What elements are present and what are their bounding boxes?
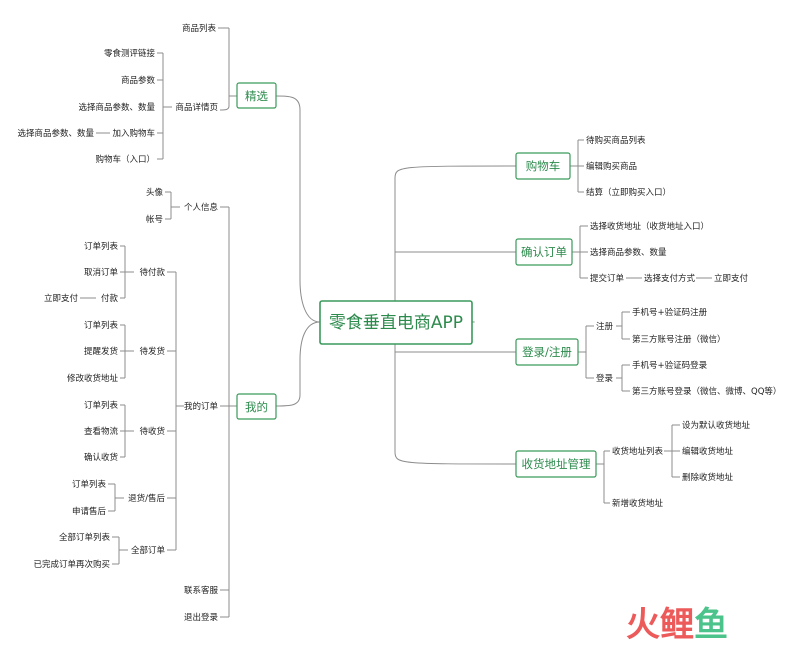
node-rf-order-list: 订单列表 xyxy=(72,479,107,490)
node-address-edit: 编辑收货地址 xyxy=(682,446,734,457)
node-co-pay-now: 立即支付 xyxy=(714,273,749,284)
branch-wode: 我的 xyxy=(236,393,277,420)
node-avatar: 头像 xyxy=(146,187,164,198)
login-leaves: 注册 手机号+验证码注册 第三方账号注册（微信） 登录 手机号+验证码登录 第三… xyxy=(596,307,781,397)
branch-label-wode: 我的 xyxy=(245,400,268,414)
node-pp-cancel: 取消订单 xyxy=(84,267,119,278)
jingxuan-leaves: 商品列表 商品详情页 零食测评链接 商品参数 选择商品参数、数量 加入购物车 选… xyxy=(17,23,218,165)
node-contact-service: 联系客服 xyxy=(184,585,219,596)
node-pending-payment: 待付款 xyxy=(139,267,165,278)
watermark-text: 火鲤鱼 xyxy=(626,605,728,645)
node-add-to-cart-child: 选择商品参数、数量 xyxy=(17,128,94,139)
node-ao-rebuy: 已完成订单再次购买 xyxy=(33,559,110,570)
wode-leaves: 个人信息 头像 帐号 我的订单 待付款 订单列表 取消订单 付款 立即支付 待发… xyxy=(33,187,218,623)
watermark-logo: 火鲤鱼 xyxy=(626,605,728,645)
node-personal-info: 个人信息 xyxy=(184,202,219,213)
branch-label-jingxuan: 精选 xyxy=(245,89,268,103)
node-add-to-cart: 加入购物车 xyxy=(112,128,155,139)
node-co-select-params: 选择商品参数、数量 xyxy=(590,247,667,258)
node-address-default: 设为默认收货地址 xyxy=(682,420,751,431)
node-co-pay-method: 选择支付方式 xyxy=(644,273,696,284)
cart-leaves: 待购买商品列表 编辑购买商品 结算（立即购买入口） xyxy=(586,135,671,198)
node-product-list: 商品列表 xyxy=(182,23,217,34)
node-pp-pay: 付款 xyxy=(101,293,119,304)
node-pending-receipt: 待收货 xyxy=(139,426,165,437)
node-pr-logistics: 查看物流 xyxy=(84,426,119,437)
node-pp-order-list: 订单列表 xyxy=(84,241,119,252)
node-address-add: 新增收货地址 xyxy=(612,498,664,509)
branch-label-cart: 购物车 xyxy=(526,159,561,173)
branch-cart: 购物车 xyxy=(515,152,571,180)
node-review-link: 零食测评链接 xyxy=(104,48,156,59)
node-params: 商品参数 xyxy=(121,75,156,86)
watermark-char: 火 xyxy=(626,605,660,645)
node-select-params: 选择商品参数、数量 xyxy=(78,102,155,113)
node-rf-apply: 申请售后 xyxy=(72,506,107,517)
branch-login: 登录/注册 xyxy=(515,338,579,366)
root-title: 零食垂直电商APP xyxy=(329,313,463,333)
branch-address: 收货地址管理 xyxy=(515,450,597,478)
node-ps-order-list: 订单列表 xyxy=(84,320,119,331)
node-pp-pay-now: 立即支付 xyxy=(44,293,79,304)
watermark-char: 鲤 xyxy=(660,605,694,645)
node-cart-list: 待购买商品列表 xyxy=(586,135,646,146)
node-refund: 退货/售后 xyxy=(128,493,165,504)
root-node: 零食垂直电商APP xyxy=(319,300,473,345)
node-register: 注册 xyxy=(596,321,614,332)
node-pr-confirm: 确认收货 xyxy=(84,452,119,463)
watermark-char: 鱼 xyxy=(694,605,728,645)
node-co-select-address: 选择收货地址（收货地址入口） xyxy=(590,221,709,232)
node-cart-entry: 购物车（入口） xyxy=(95,154,155,165)
node-product-detail: 商品详情页 xyxy=(175,102,218,113)
node-all-orders: 全部订单 xyxy=(131,545,166,556)
connector-lines xyxy=(80,27,712,618)
branch-confirm-order: 确认订单 xyxy=(515,238,573,266)
node-cart-checkout: 结算（立即购买入口） xyxy=(586,187,671,198)
branch-label-address: 收货地址管理 xyxy=(522,457,591,471)
node-ao-all-list: 全部订单列表 xyxy=(59,532,111,543)
node-pending-shipment: 待发货 xyxy=(139,346,165,357)
branch-jingxuan: 精选 xyxy=(236,82,277,109)
confirm-order-leaves: 选择收货地址（收货地址入口） 选择商品参数、数量 提交订单 选择支付方式 立即支… xyxy=(590,221,749,284)
node-address-list: 收货地址列表 xyxy=(612,446,664,457)
node-account: 帐号 xyxy=(146,214,163,225)
node-pr-order-list: 订单列表 xyxy=(84,400,119,411)
node-address-delete: 删除收货地址 xyxy=(682,472,734,483)
node-reg-phone: 手机号+验证码注册 xyxy=(632,307,708,318)
node-login-phone: 手机号+验证码登录 xyxy=(632,360,708,371)
node-ps-remind: 提醒发货 xyxy=(84,346,119,357)
node-logout: 退出登录 xyxy=(184,612,219,623)
node-reg-third: 第三方账号注册（微信） xyxy=(632,334,726,345)
address-leaves: 收货地址列表 设为默认收货地址 编辑收货地址 删除收货地址 新增收货地址 xyxy=(612,420,751,509)
node-login: 登录 xyxy=(596,373,614,384)
node-cart-edit: 编辑购买商品 xyxy=(586,161,637,172)
branch-label-confirm-order: 确认订单 xyxy=(521,245,567,259)
branch-label-login: 登录/注册 xyxy=(522,345,572,359)
node-ps-modify-address: 修改收货地址 xyxy=(67,373,119,384)
node-my-orders: 我的订单 xyxy=(184,401,219,412)
node-co-submit: 提交订单 xyxy=(590,273,625,284)
node-login-third: 第三方账号登录（微信、微博、QQ等） xyxy=(632,386,781,397)
